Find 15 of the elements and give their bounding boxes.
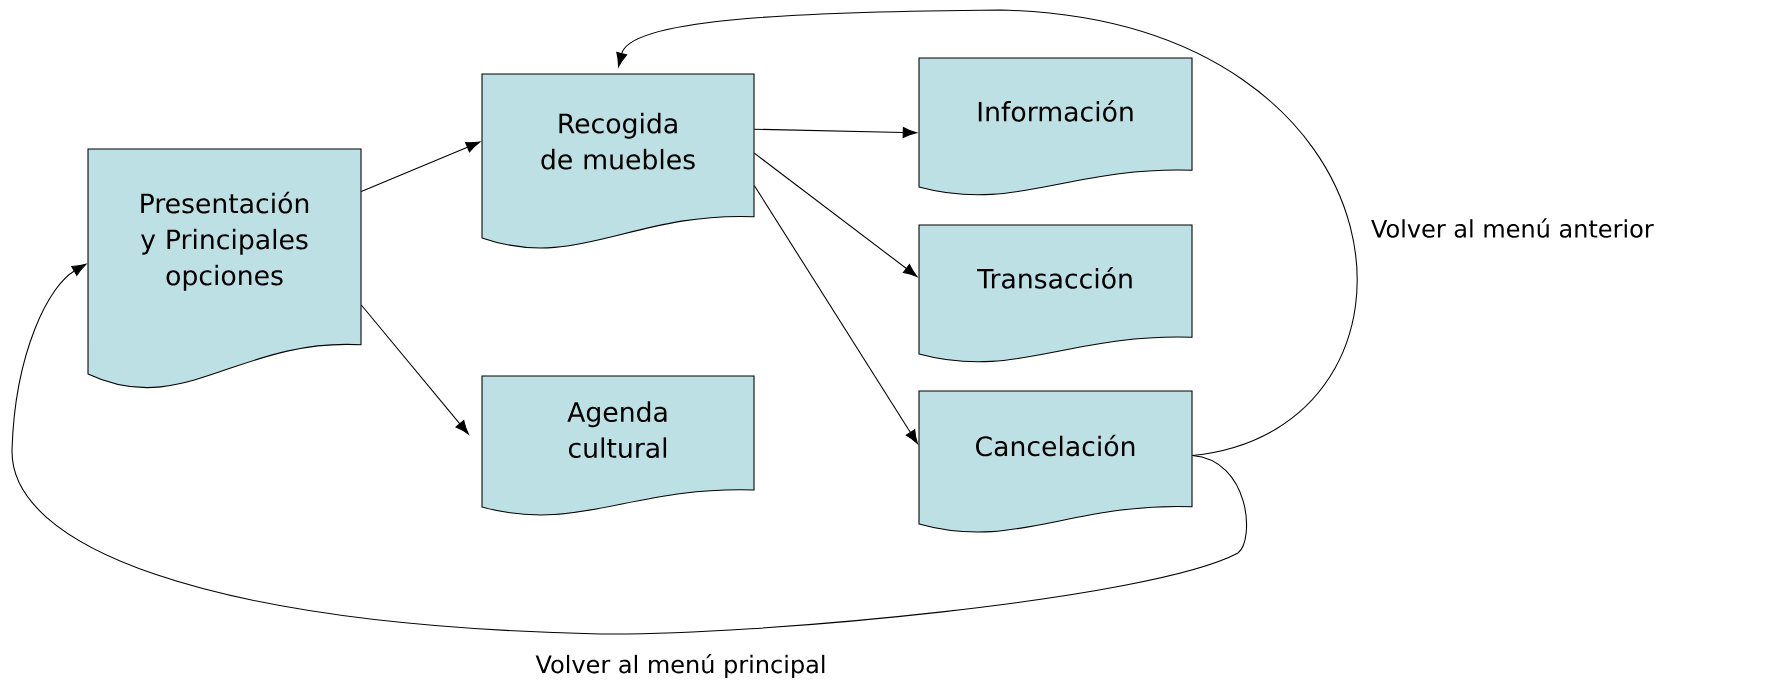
document-box: Presentación y Principales opciones xyxy=(87,148,362,388)
document-box: Transacción xyxy=(918,224,1193,363)
arrow xyxy=(360,304,469,435)
arrow xyxy=(753,152,918,278)
edge-label: Volver al menú anterior xyxy=(1368,215,1657,241)
document-box: Información xyxy=(918,57,1193,196)
arrow xyxy=(616,9,1358,457)
edge-label: Volver al menú principal xyxy=(532,651,830,681)
arrow xyxy=(360,141,481,192)
document-box: Recogida de muebles xyxy=(481,73,755,249)
document-box: Agenda cultural xyxy=(481,375,755,516)
arrow xyxy=(753,126,918,139)
arrow xyxy=(11,263,1248,635)
arrow xyxy=(753,184,919,445)
document-box: Cancelación xyxy=(918,390,1193,533)
